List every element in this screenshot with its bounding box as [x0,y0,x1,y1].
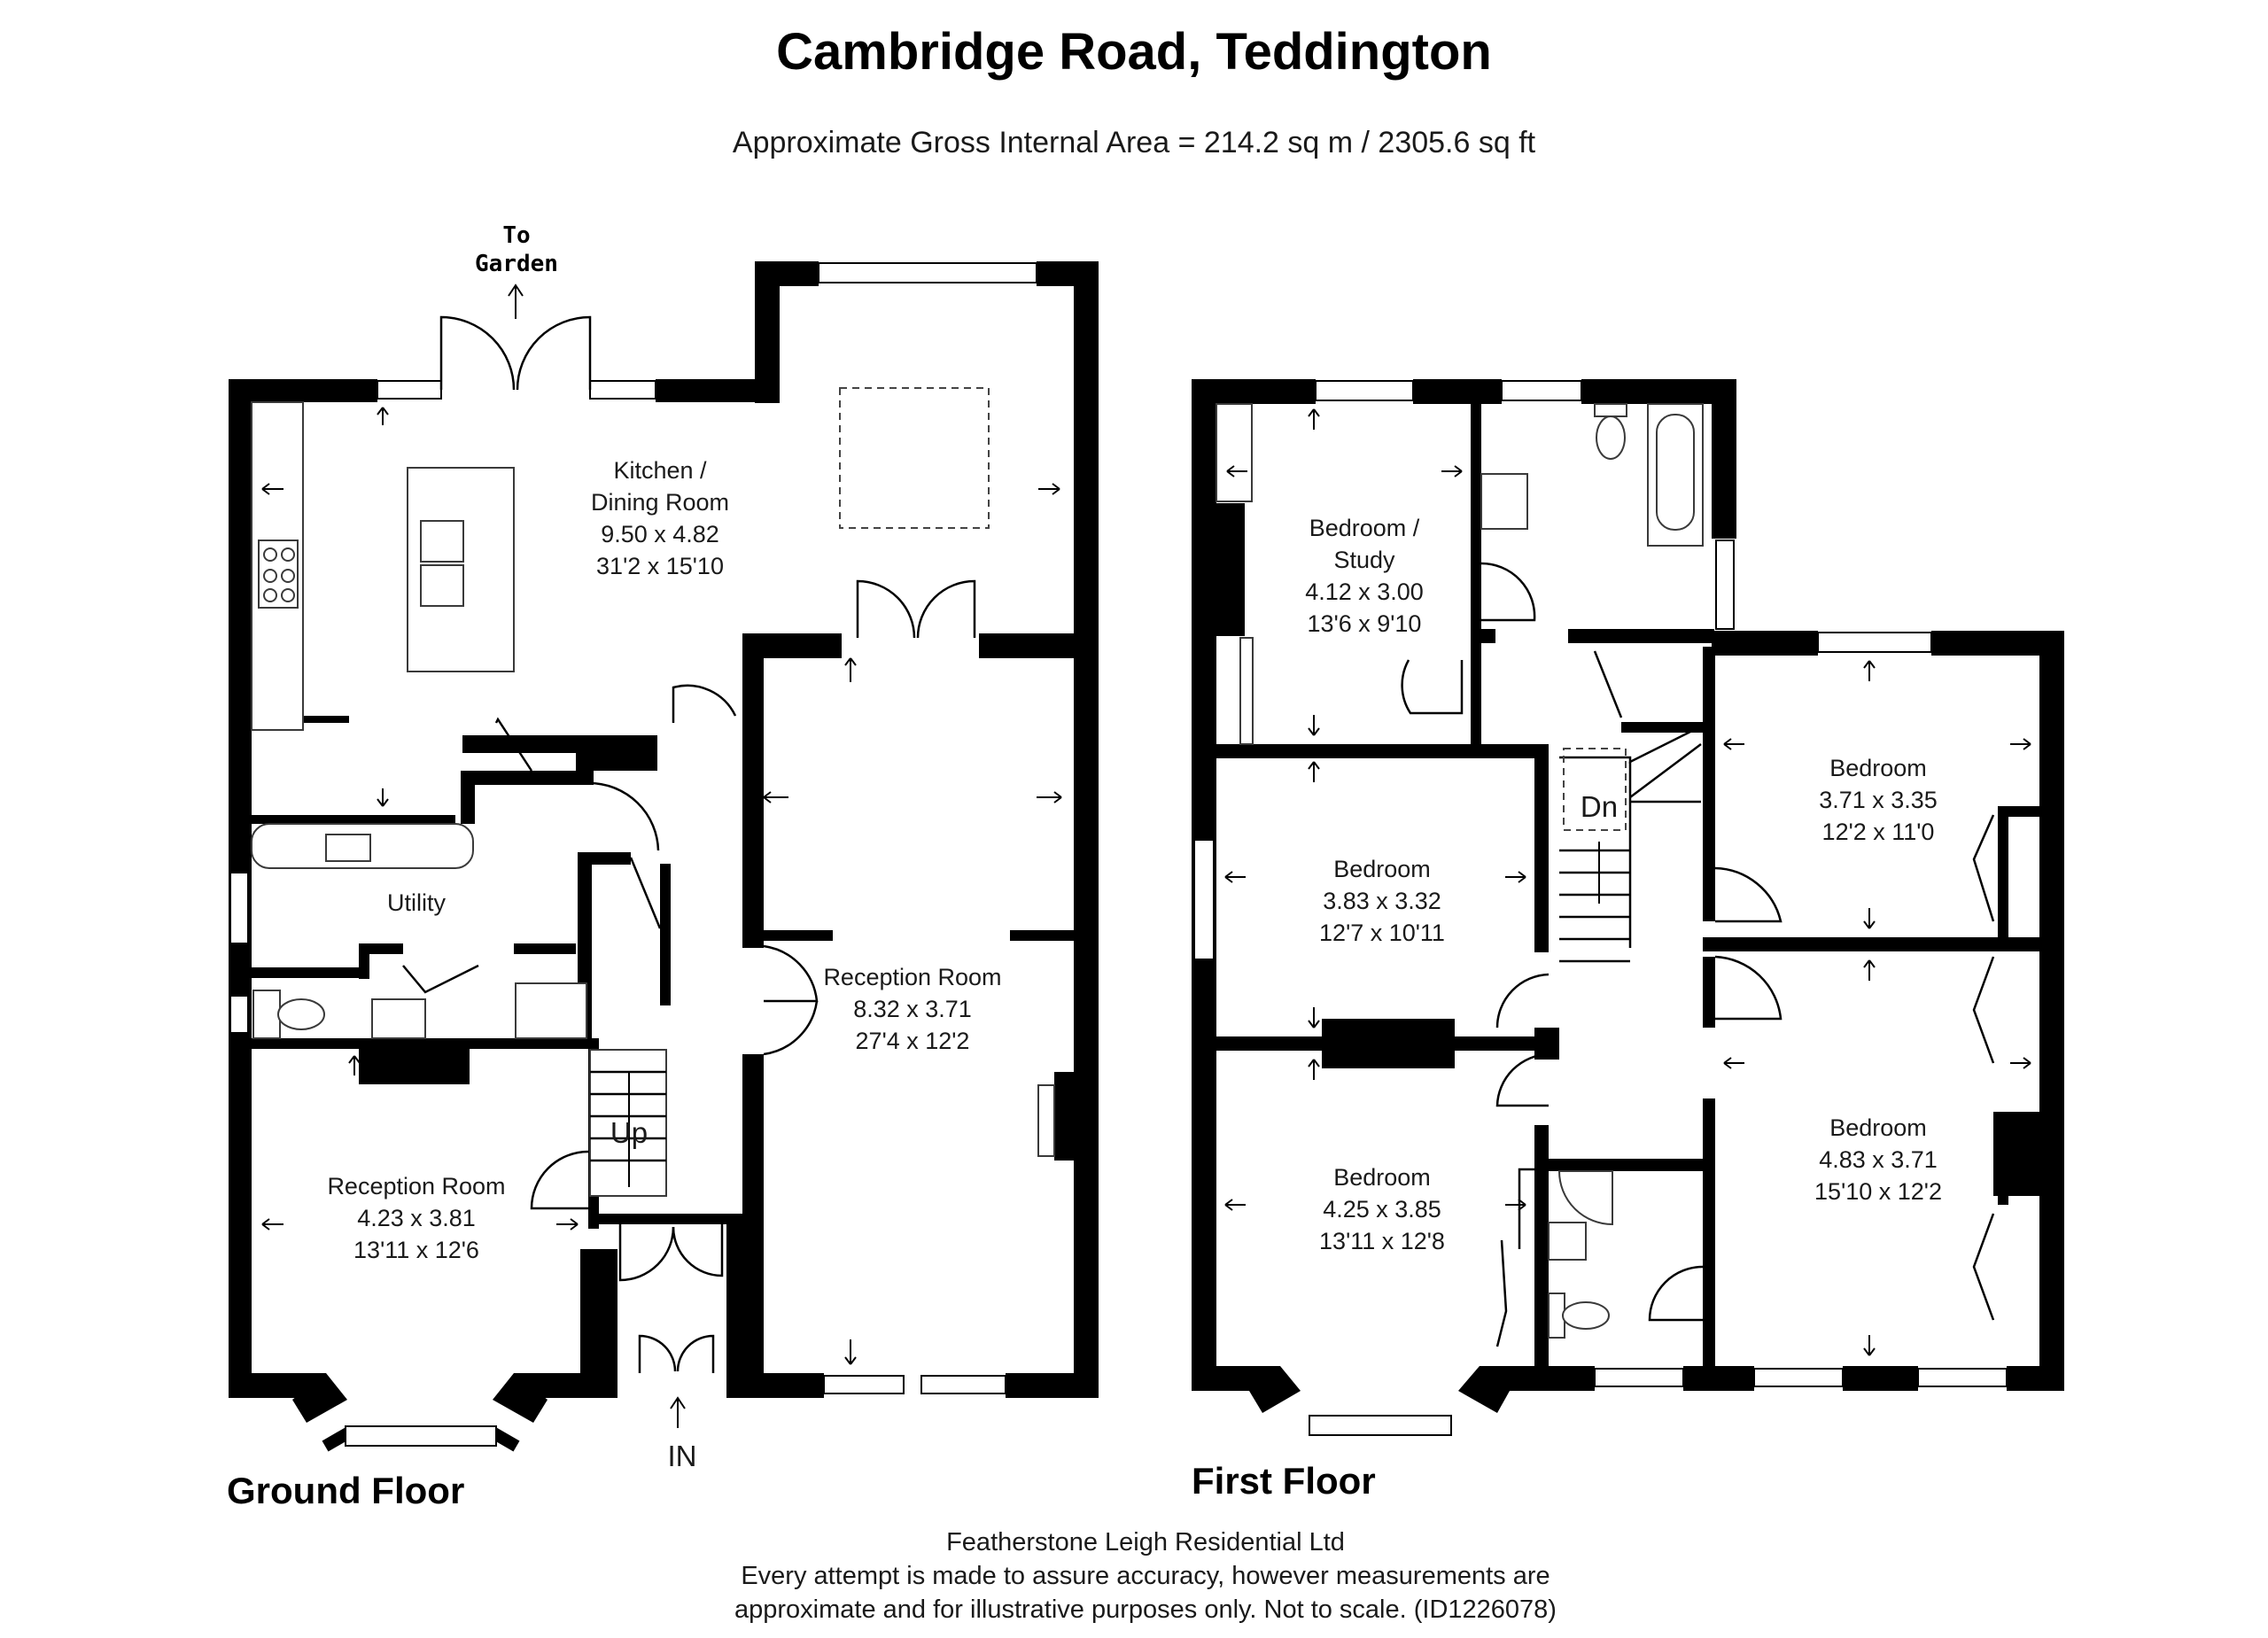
study-label-2: Study [1333,547,1395,573]
reception-main-imperial: 27'4 x 12'2 [856,1028,970,1054]
bedroom-right-bottom-label: Bedroom [1829,1114,1927,1141]
to-garden-label-1: To [502,222,530,249]
reception-front-label: Reception Room [327,1173,505,1199]
bedroom-mid-metric: 3.83 x 3.32 [1323,888,1441,914]
bedroom-right-top-imperial: 12'2 x 11'0 [1822,819,1935,845]
footer-disclaimer-1: Every attempt is made to assure accuracy… [741,1562,1550,1590]
bedroom-front-imperial: 13'11 x 12'8 [1319,1228,1445,1254]
stairs-up-label: Up [610,1116,648,1149]
ground-floor-title: Ground Floor [227,1470,464,1511]
ground-floor-plan [229,261,1099,1452]
first-stairs [1559,725,1702,963]
study-label: Bedroom / [1309,515,1420,541]
kitchen-imperial: 31'2 x 15'10 [596,553,724,579]
kitchen-label: Kitchen / [613,457,707,484]
first-floor-title: First Floor [1192,1460,1376,1502]
reception-front-metric: 4.23 x 3.81 [357,1205,476,1231]
first-floor-plan [1192,379,2064,1436]
bedroom-mid-label: Bedroom [1333,856,1431,882]
study-imperial: 13'6 x 9'10 [1308,610,1422,637]
footer-company: Featherstone Leigh Residential Ltd [946,1528,1345,1556]
study-metric: 4.12 x 3.00 [1305,578,1424,605]
bedroom-mid-imperial: 12'7 x 10'11 [1319,920,1445,946]
utility-label: Utility [387,889,446,916]
entrance-label: IN [668,1440,697,1472]
kitchen-metric: 9.50 x 4.82 [601,521,719,547]
bedroom-front-metric: 4.25 x 3.85 [1323,1196,1441,1223]
to-garden-label-2: Garden [475,251,558,277]
reception-main-metric: 8.32 x 3.71 [853,996,972,1022]
footer-disclaimer-2: approximate and for illustrative purpose… [734,1595,1557,1624]
page-title: Cambridge Road, Teddington [776,23,1492,81]
bedroom-right-top-label: Bedroom [1829,755,1927,781]
bedroom-right-bottom-metric: 4.83 x 3.71 [1819,1146,1938,1173]
kitchen-label-2: Dining Room [591,489,729,516]
bedroom-front-label: Bedroom [1333,1164,1431,1191]
bedroom-right-bottom-imperial: 15'10 x 12'2 [1814,1178,1942,1205]
bedroom-right-top-metric: 3.71 x 3.35 [1819,787,1938,813]
gross-area: Approximate Gross Internal Area = 214.2 … [733,126,1536,159]
reception-front-imperial: 13'11 x 12'6 [353,1237,479,1263]
reception-main-label: Reception Room [823,964,1001,990]
stairs-down-label: Dn [1581,790,1618,823]
ground-stairs [589,1049,667,1197]
